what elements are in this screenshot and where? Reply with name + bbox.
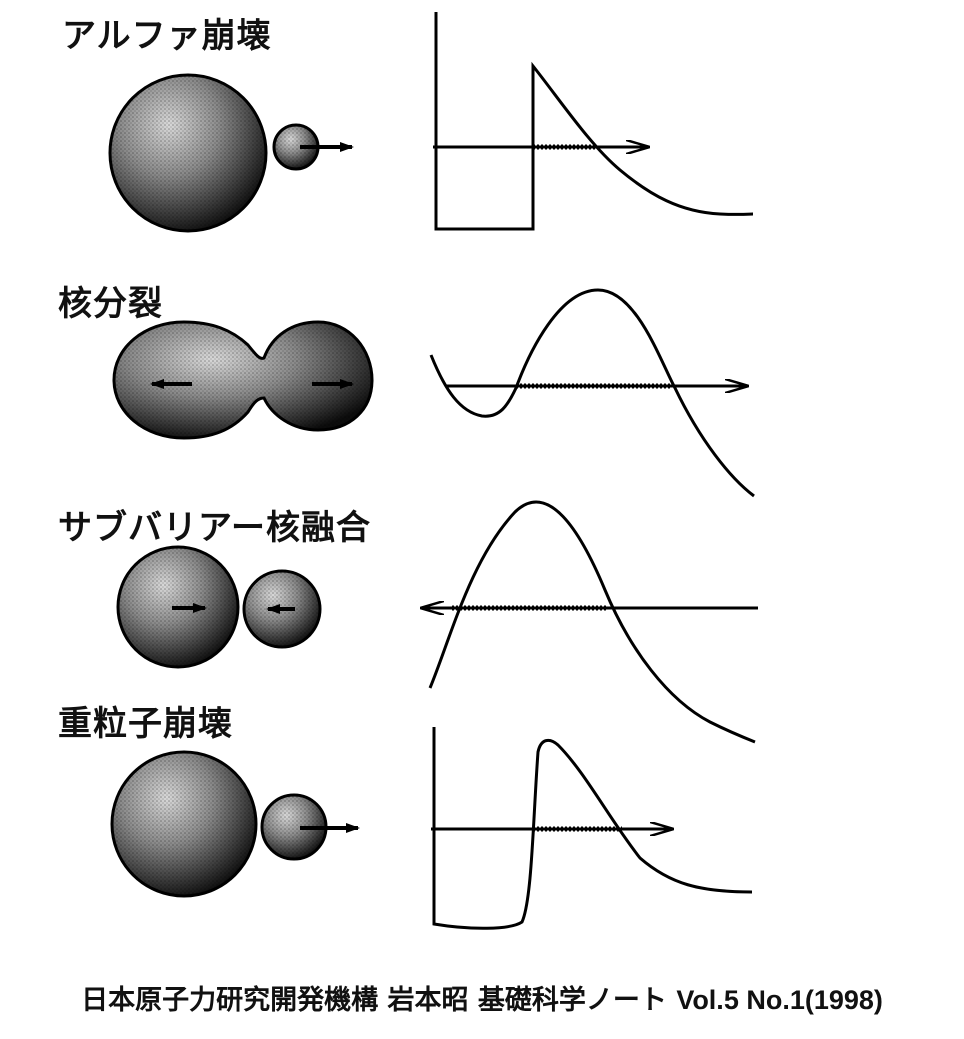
potential-curve (434, 12, 754, 231)
alpha-decay-nuclei (108, 73, 354, 233)
source-caption: 日本原子力研究開発機構 岩本昭 基礎科学ノート Vol.5 No.1(1998) (0, 978, 964, 1017)
potential-curve (429, 288, 755, 498)
fusion-potential (422, 500, 758, 744)
label-heavy-particle-decay: 重粒子崩壊 (58, 704, 233, 744)
label-fission: 核分裂 (58, 284, 163, 324)
heavy-decay-potential (431, 727, 753, 930)
fission-potential (429, 288, 755, 498)
label-alpha-decay: アルファ崩壊 (62, 16, 272, 56)
alpha-decay-potential (433, 12, 754, 231)
fission-nuclei (112, 320, 374, 440)
caption-volume: Vol.5 No.1(1998) (676, 985, 883, 1015)
heavy-decay-nuclei (110, 750, 360, 898)
label-subbarrier-fusion: サブバリアー核融合 (58, 508, 371, 548)
fusion-nuclei (116, 545, 322, 669)
potential-curve (428, 500, 756, 744)
caption-source: 日本原子力研究開発機構 岩本昭 基礎科学ノート (81, 985, 667, 1016)
potential-curve (432, 727, 753, 930)
